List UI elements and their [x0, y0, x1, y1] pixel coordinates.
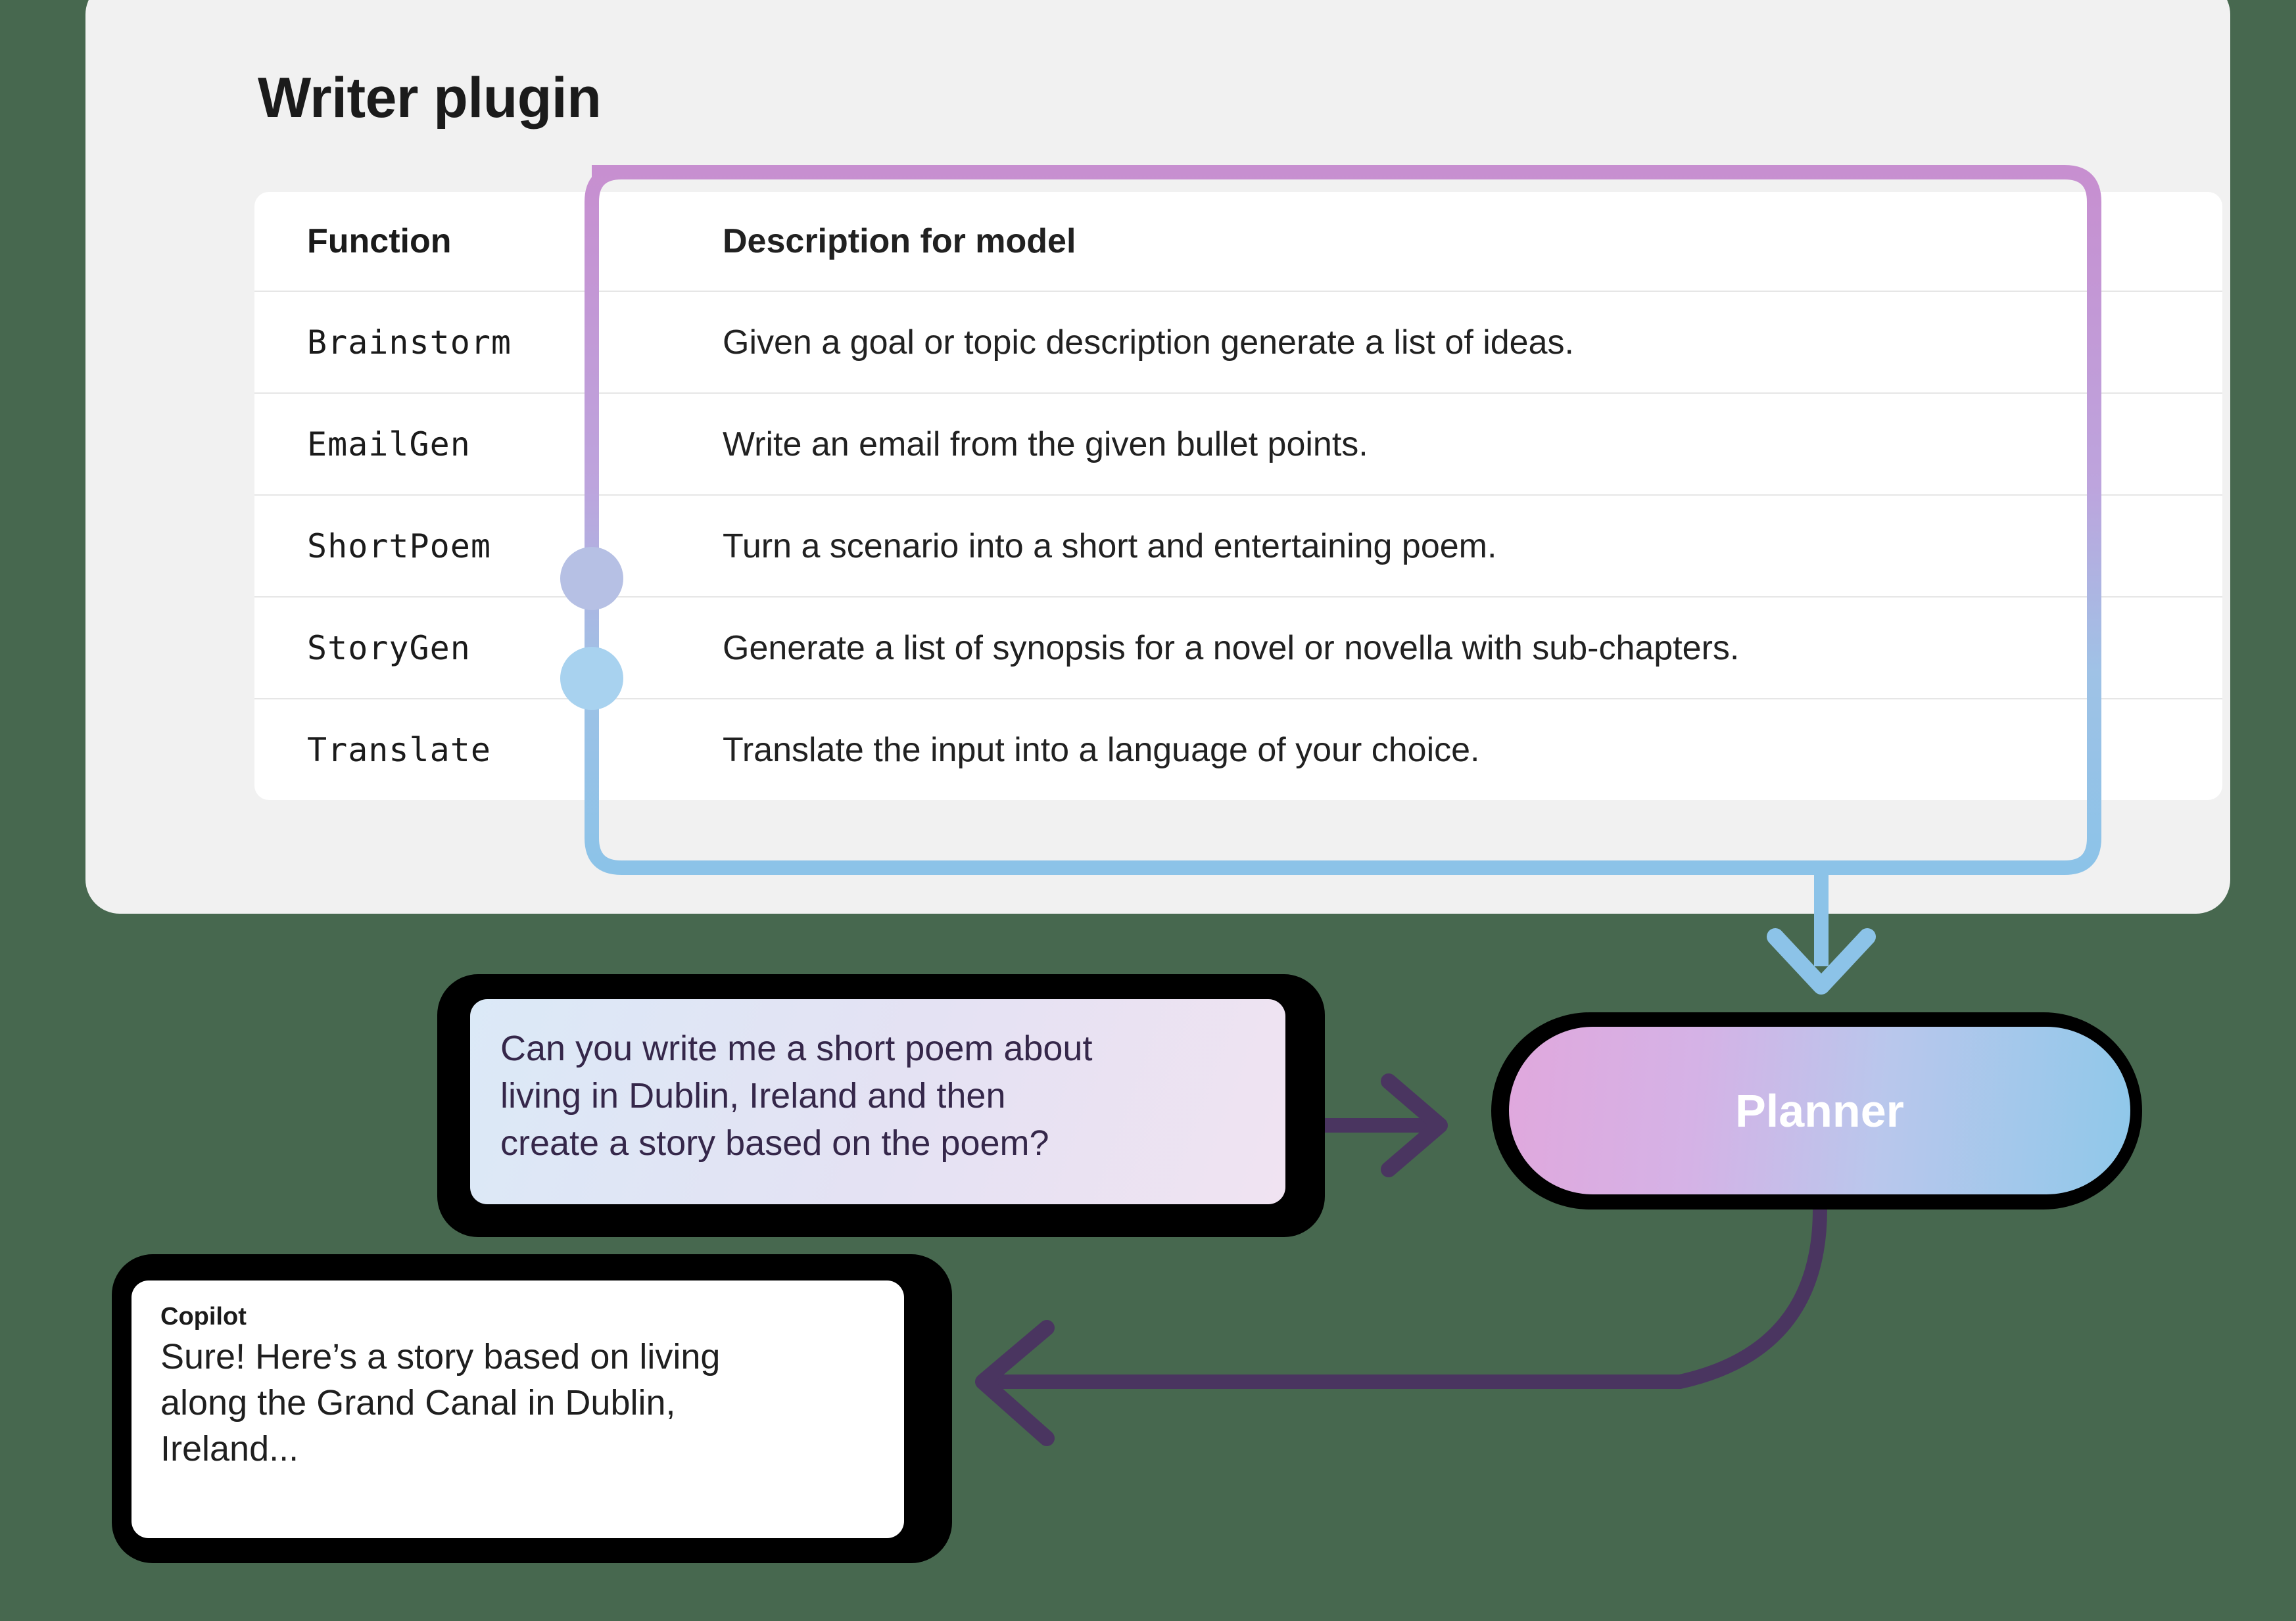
- functions-table: Function Description for model Brainstor…: [254, 192, 2222, 800]
- table-row[interactable]: ShortPoem Turn a scenario into a short a…: [254, 494, 2222, 596]
- function-description: Turn a scenario into a short and enterta…: [723, 527, 1497, 565]
- function-name: Brainstorm: [307, 323, 512, 362]
- function-description: Given a goal or topic description genera…: [723, 323, 1574, 362]
- table-header-row: Function Description for model: [254, 192, 2222, 291]
- planner-feed-arrowhead: [1767, 928, 1876, 995]
- function-name: Translate: [307, 730, 491, 769]
- writer-plugin-card: Writer plugin Function Description for m…: [85, 0, 2230, 914]
- function-name: ShortPoem: [307, 527, 491, 565]
- function-description: Translate the input into a language of y…: [723, 730, 1480, 769]
- function-description: Generate a list of synopsis for a novel …: [723, 628, 1740, 667]
- function-name: EmailGen: [307, 425, 471, 463]
- function-description: Write an email from the given bullet poi…: [723, 425, 1368, 463]
- planner-node[interactable]: Planner: [1509, 1027, 2130, 1194]
- prompt-to-planner-arrow: [1314, 1073, 1448, 1177]
- function-name: StoryGen: [307, 628, 471, 667]
- planner-to-copilot-arrow: [975, 1202, 1827, 1446]
- copilot-response-text: Sure! Here’s a story based on living alo…: [160, 1337, 721, 1469]
- copilot-response-bubble[interactable]: Copilot Sure! Here’s a story based on li…: [132, 1280, 904, 1538]
- table-row[interactable]: StoryGen Generate a list of synopsis for…: [254, 596, 2222, 698]
- copilot-author-label: Copilot: [160, 1303, 247, 1330]
- planner-label: Planner: [1735, 1085, 1904, 1137]
- user-prompt-bubble[interactable]: Can you write me a short poem about livi…: [470, 999, 1285, 1204]
- page-title: Writer plugin: [258, 66, 602, 129]
- table-row[interactable]: Brainstorm Given a goal or topic descrip…: [254, 291, 2222, 392]
- table-row[interactable]: Translate Translate the input into a lan…: [254, 698, 2222, 800]
- user-prompt-text: Can you write me a short poem about livi…: [500, 1029, 1093, 1163]
- column-header-function: Function: [307, 222, 452, 260]
- column-header-description: Description for model: [723, 222, 1076, 260]
- table-row[interactable]: EmailGen Write an email from the given b…: [254, 392, 2222, 494]
